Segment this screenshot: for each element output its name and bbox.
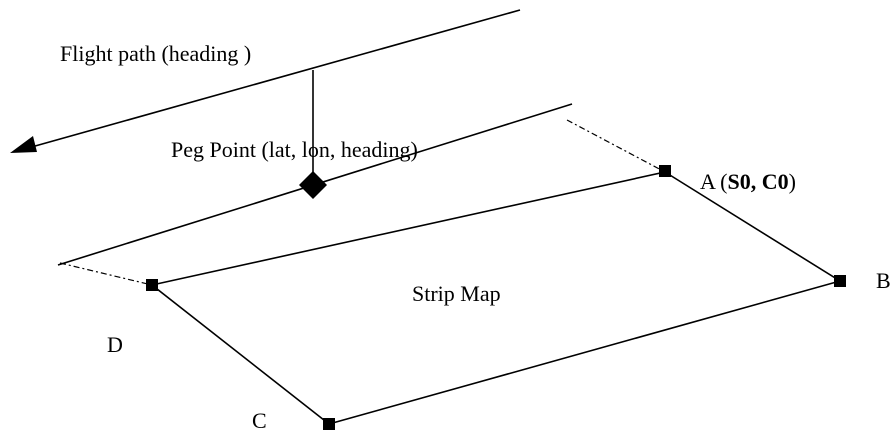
corner-b-marker [834, 275, 846, 287]
flight-path-arrowhead [10, 136, 37, 153]
corner-a-prefix: A ( [700, 169, 728, 194]
strip-map-label: Strip Map [412, 281, 501, 306]
corner-c-label: C [252, 408, 267, 433]
corner-a-label: A (S0, C0) [700, 169, 796, 194]
peg-point-label: Peg Point (lat, lon, heading) [171, 137, 418, 162]
extension-line-a [566, 119, 666, 173]
corner-a-coords: S0, C0 [728, 169, 789, 194]
extension-line-d [59, 262, 153, 286]
corner-d-label: D [107, 332, 123, 357]
corner-b-label: B [876, 268, 891, 293]
corner-d-marker [146, 279, 158, 291]
flight-path-line [27, 9, 521, 149]
corner-a-suffix: ) [789, 169, 796, 194]
flight-path-label: Flight path (heading ) [60, 41, 251, 66]
corner-a-marker [659, 165, 671, 177]
peg-point-marker [299, 171, 327, 199]
corner-c-marker [323, 418, 335, 430]
